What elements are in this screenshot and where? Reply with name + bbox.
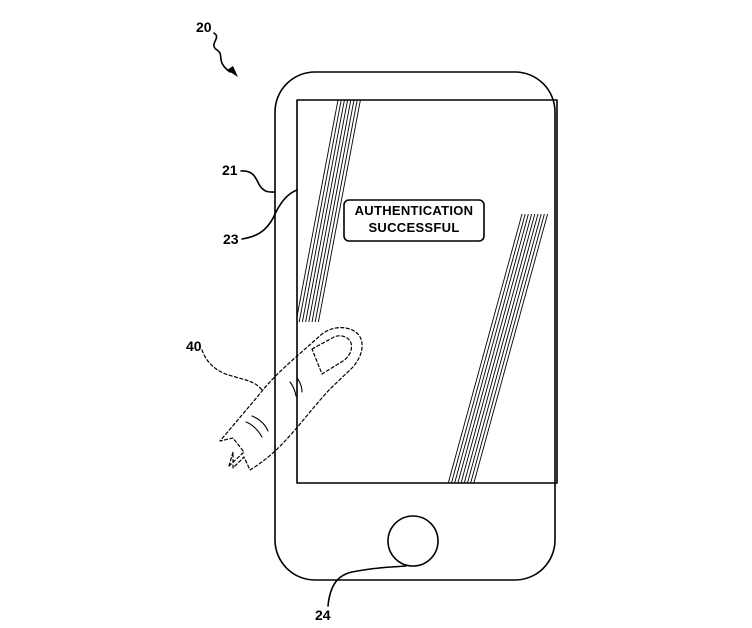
hatch-line bbox=[311, 100, 355, 323]
ref-housing-label: 21 bbox=[222, 162, 238, 178]
glare-stripe-upper bbox=[297, 100, 361, 323]
knuckle-crease-1 bbox=[289, 381, 297, 397]
screen-border bbox=[296, 99, 558, 484]
hatch-line bbox=[467, 213, 542, 483]
hatch-line bbox=[298, 100, 342, 323]
knuckle-crease-2 bbox=[296, 377, 303, 393]
phone-screen bbox=[296, 99, 558, 484]
message-line-1: AUTHENTICATION bbox=[355, 203, 474, 218]
knuckle-crease-4 bbox=[251, 415, 269, 432]
ref-device-label: 20 bbox=[196, 19, 212, 35]
message-line-2: SUCCESSFUL bbox=[368, 220, 459, 235]
hatch-line bbox=[457, 213, 533, 483]
fingernail-outline bbox=[311, 335, 353, 375]
hatch-line bbox=[305, 100, 349, 323]
knuckle-crease-3 bbox=[245, 421, 263, 438]
ref-device-leader bbox=[213, 32, 231, 73]
ref-finger-leader bbox=[201, 349, 263, 391]
arrowhead-icon bbox=[227, 66, 238, 77]
finger-drawing bbox=[219, 327, 363, 471]
hatch-line bbox=[454, 213, 529, 483]
hatch-line bbox=[460, 213, 536, 483]
ref-display-leader bbox=[241, 189, 298, 240]
hatch-line bbox=[473, 213, 549, 483]
glare-hatching bbox=[297, 100, 549, 483]
hatch-line bbox=[297, 100, 339, 320]
ref-housing-leader bbox=[240, 170, 276, 193]
ref-display-label: 23 bbox=[223, 231, 239, 247]
hatch-line bbox=[463, 213, 539, 483]
hatch-line bbox=[308, 100, 352, 323]
finger-outline bbox=[219, 327, 363, 471]
ref-button-leader bbox=[327, 565, 407, 607]
hatch-line bbox=[317, 100, 361, 323]
hatch-line bbox=[301, 100, 345, 323]
glare-stripe-lower bbox=[447, 213, 549, 483]
ref-finger-label: 40 bbox=[186, 338, 202, 354]
message-frame bbox=[343, 199, 485, 242]
hatch-line bbox=[451, 213, 526, 483]
phone-housing bbox=[274, 71, 556, 581]
auth-message-box: AUTHENTICATION SUCCESSFUL bbox=[343, 199, 485, 242]
home-button bbox=[387, 515, 439, 567]
hatch-line bbox=[447, 213, 523, 483]
ref-button-label: 24 bbox=[315, 607, 331, 623]
hatch-line bbox=[470, 213, 545, 483]
hatch-line bbox=[314, 100, 358, 323]
